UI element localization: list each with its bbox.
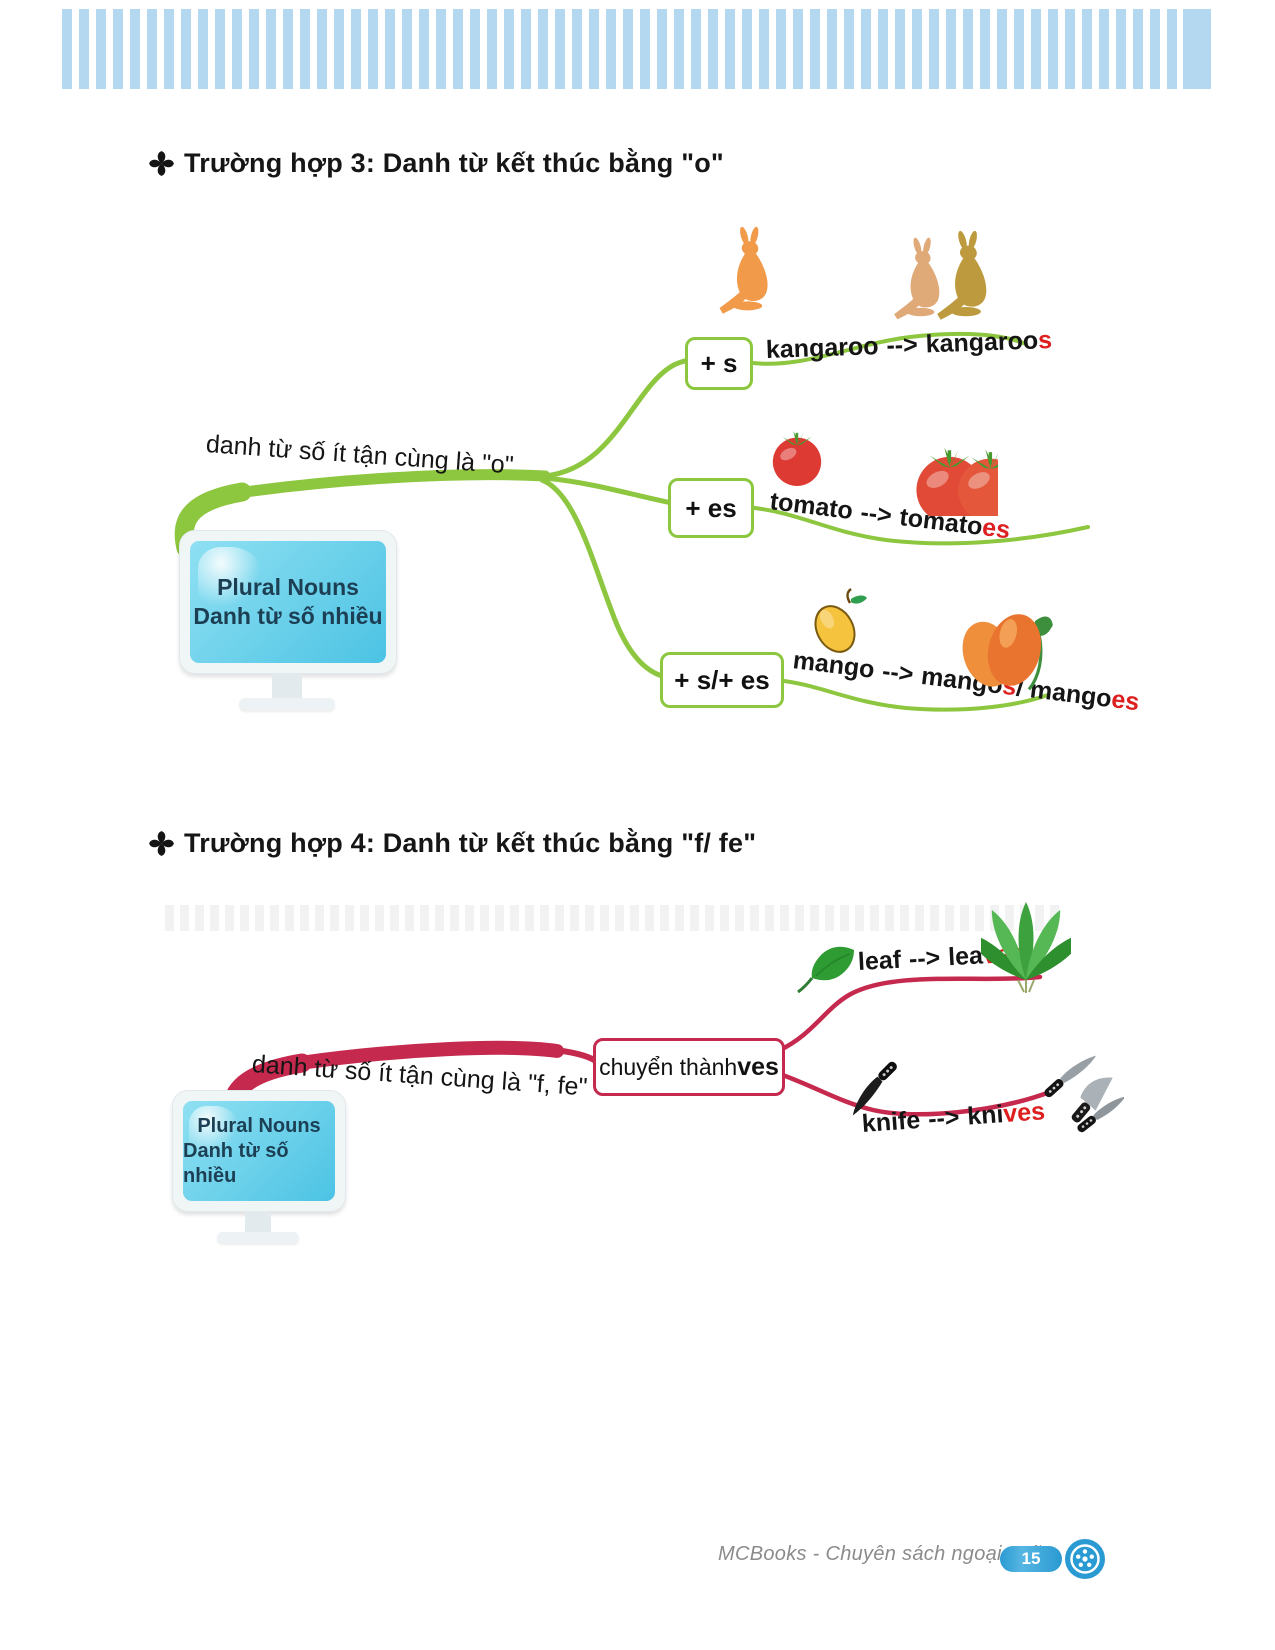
leaves-icon — [981, 902, 1071, 993]
example-suffix: s — [1037, 326, 1053, 355]
node-title: Plural Nouns — [217, 574, 359, 601]
arrow-text: --> — [859, 498, 894, 530]
example-base: kangaroo — [765, 332, 879, 364]
node-title: Plural Nouns — [197, 1114, 321, 1137]
example-stem: kangaroo — [925, 326, 1039, 359]
mcbooks-logo-icon — [1065, 1539, 1105, 1579]
monitor-stand — [245, 1212, 271, 1232]
knives-icon — [1044, 1055, 1124, 1133]
section-title-case3: Trường hợp 3: Danh từ kết thúc bằng "o" — [148, 148, 724, 179]
example-base: leaf — [857, 945, 902, 976]
example-suffix2: es — [1109, 685, 1141, 717]
monitor-graphic: Plural Nouns Danh từ số nhiều — [179, 530, 397, 674]
clover-icon — [149, 831, 174, 856]
node-subtitle: Danh từ số nhiều — [183, 1139, 289, 1187]
section-title-text: Trường hợp 3: Danh từ kết thúc bằng "o" — [184, 148, 724, 178]
arrow-text: --> — [880, 657, 916, 689]
leaf-icon — [797, 946, 854, 994]
monitor-screen: Plural Nouns Danh từ số nhiều — [183, 1101, 335, 1201]
rule-box-bold: ves — [737, 1052, 779, 1081]
mango-icon — [814, 588, 867, 653]
tomatoes-icon — [896, 434, 998, 516]
example-stem: lea — [947, 941, 984, 972]
watermark-stripes — [165, 905, 1065, 931]
arrow-text: --> — [927, 1103, 961, 1134]
monitor-base — [217, 1232, 299, 1243]
page-number-badge: 15 — [1000, 1546, 1062, 1572]
plural-nouns-node: Plural Nouns Danh từ số nhiều — [179, 530, 397, 710]
tomato-icon — [768, 424, 826, 490]
arrow-text: --> — [885, 330, 919, 360]
monitor-graphic: Plural Nouns Danh từ số nhiều — [172, 1090, 346, 1212]
section-title-case4: Trường hợp 4: Danh từ kết thúc bằng "f/ … — [148, 828, 756, 859]
plural-nouns-node: Plural Nouns Danh từ số nhiều — [172, 1090, 346, 1243]
kangaroo-icon — [712, 226, 790, 316]
section-title-text: Trường hợp 4: Danh từ kết thúc bằng "f/ … — [184, 828, 757, 858]
rule-box-plus-es: + es — [668, 478, 754, 538]
monitor-screen: Plural Nouns Danh từ số nhiều — [190, 541, 386, 663]
map1-branches — [174, 331, 1090, 712]
node-subtitle: Danh từ số nhiều — [193, 603, 383, 629]
monitor-stand — [272, 674, 302, 698]
page-number: 15 — [1021, 1549, 1041, 1568]
knife-icon — [852, 1061, 897, 1116]
clover-icon — [149, 151, 174, 176]
map2-branches — [222, 974, 1053, 1132]
example-stem: kni — [966, 1100, 1005, 1131]
kangaroos-icon — [868, 230, 988, 322]
rule-box-ves: chuyển thành ves — [593, 1038, 785, 1096]
publisher-footer: MCBooks - Chuyên sách ngoại ngữ — [718, 1543, 1044, 1565]
rule-box-plus-s-es: + s/+ es — [660, 652, 784, 708]
top-banner-endcap — [1183, 9, 1211, 89]
example-suffix: es — [980, 513, 1012, 545]
top-banner-stripes — [62, 9, 1182, 89]
arrow-text: --> — [908, 943, 941, 974]
rule-box-prefix: chuyển thành — [599, 1053, 738, 1080]
monitor-base — [239, 698, 335, 710]
mangoes-icon — [962, 614, 1053, 691]
rule-box-plus-s: + s — [685, 337, 753, 390]
